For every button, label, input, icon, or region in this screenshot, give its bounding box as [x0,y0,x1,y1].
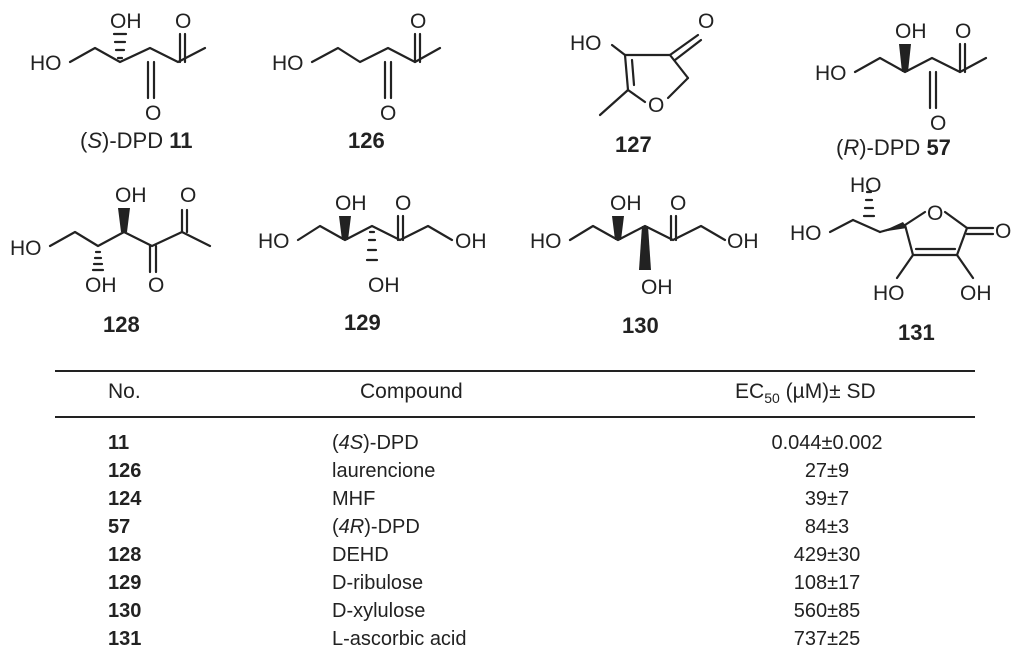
table-row-ec50: 429±30 [793,544,861,566]
table-row-compound: (4S)-DPD [332,432,419,454]
atom-label-oh: OH [610,192,642,215]
structure-126: HO O O [272,10,442,125]
hashed-bond [862,190,876,218]
atom-label-o: O [930,112,946,135]
atom-label-oh: OH [115,184,147,207]
atom-label-oh: OH [960,282,992,305]
table-header-rule [55,416,975,418]
header-ec50-subscript: 50 [764,390,780,407]
header-ec50: EC50 (µM)± SD [735,380,876,406]
atom-label-o: O [410,10,426,33]
label-128: 128 [103,312,140,337]
label-129: 129 [344,310,381,335]
hashed-bond [365,230,379,262]
structure-127: HO O O [570,10,714,117]
atom-label-o: O [145,102,161,125]
atom-label-o: O [698,10,714,33]
atom-label-oh: OH [335,192,367,215]
atom-label-oh: OH [727,230,759,253]
wedge-bond [612,216,624,240]
wedge-bond [118,208,130,232]
structure-129: HO OH O OH OH [258,192,487,297]
table-row-ec50: 84±3 [804,516,850,538]
atom-label-ho: HO [850,174,882,197]
table-row-compound: D-xylulose [332,600,426,622]
header-compound: Compound [360,380,463,403]
table-row-ec50: 108±17 [793,572,861,594]
atom-label-o: O [927,202,943,225]
table-row-no: 131 [108,628,142,650]
table-row-no: 128 [108,544,142,566]
table-row-ec50: 560±85 [793,600,861,622]
atom-label-ho: HO [258,230,290,253]
structure-11: HO OH O O [30,10,207,125]
table-row-ec50: 0.044±0.002 [771,432,883,454]
atom-label-ho: HO [10,237,42,260]
header-ec50-unit: (µM)± SD [779,380,876,403]
atom-label-o: O [670,192,686,215]
atom-label-ho: HO [873,282,905,305]
atom-label-oh: OH [641,276,673,299]
atom-label-o: O [955,20,971,43]
atom-label-ho: HO [30,52,62,75]
header-ec50-label: EC [735,380,765,403]
structure-128: HO OH O OH O [10,184,212,297]
table-row-compound: (4R)-DPD [332,516,420,538]
atom-label-o: O [148,274,164,297]
atom-label-ho: HO [815,62,847,85]
label-130: 130 [622,313,659,338]
atom-label-o: O [995,220,1011,243]
atom-label-o: O [180,184,196,207]
caption-57: (R)-DPD 57 [836,135,951,160]
table-row-no: 130 [108,600,142,622]
atom-label-oh: OH [368,274,400,297]
atom-label-o: O [395,192,411,215]
hashed-bond [112,32,128,60]
table-row-ec50: 39±7 [804,488,850,510]
atom-label-oh: OH [85,274,117,297]
atom-label-ho: HO [570,32,602,55]
atom-label-ho: HO [530,230,562,253]
wedge-bond [639,226,651,270]
atom-label-oh: OH [455,230,487,253]
structure-130: HO OH O OH OH [530,192,759,299]
label-126: 126 [348,128,385,153]
table-row-no: 129 [108,572,142,594]
wedge-bond [339,216,351,240]
table-row-compound: L-ascorbic acid [332,628,467,650]
table-row-compound: laurencione [332,460,436,482]
atom-label-ho: HO [790,222,822,245]
wedge-bond [899,44,911,72]
atom-label-o: O [648,94,664,117]
table-row-no: 126 [108,460,142,482]
table-row-compound: DEHD [332,544,389,566]
table-row-no: 57 [108,516,131,538]
table-row-no: 124 [108,488,142,510]
wedge-bond [881,222,907,232]
table-row-ec50: 737±25 [793,628,861,650]
table-row-compound: MHF [332,488,376,510]
structure-57: HO OH O O [815,20,988,135]
header-no: No. [108,380,141,403]
table-row-no: 11 [108,432,130,454]
atom-label-ho: HO [272,52,304,75]
table-row-compound: D-ribulose [332,572,424,594]
atom-label-o: O [175,10,191,33]
atom-label-oh: OH [110,10,142,33]
label-127: 127 [615,132,652,157]
label-131: 131 [898,320,935,345]
atom-label-o: O [380,102,396,125]
hashed-bond [91,250,105,272]
table-row-ec50: 27±9 [804,460,850,482]
structure-131: HO HO O O HO OH [790,174,1011,305]
caption-11: (S)-DPD 11 [80,128,193,153]
table-top-rule [55,370,975,372]
atom-label-oh: OH [895,20,927,43]
